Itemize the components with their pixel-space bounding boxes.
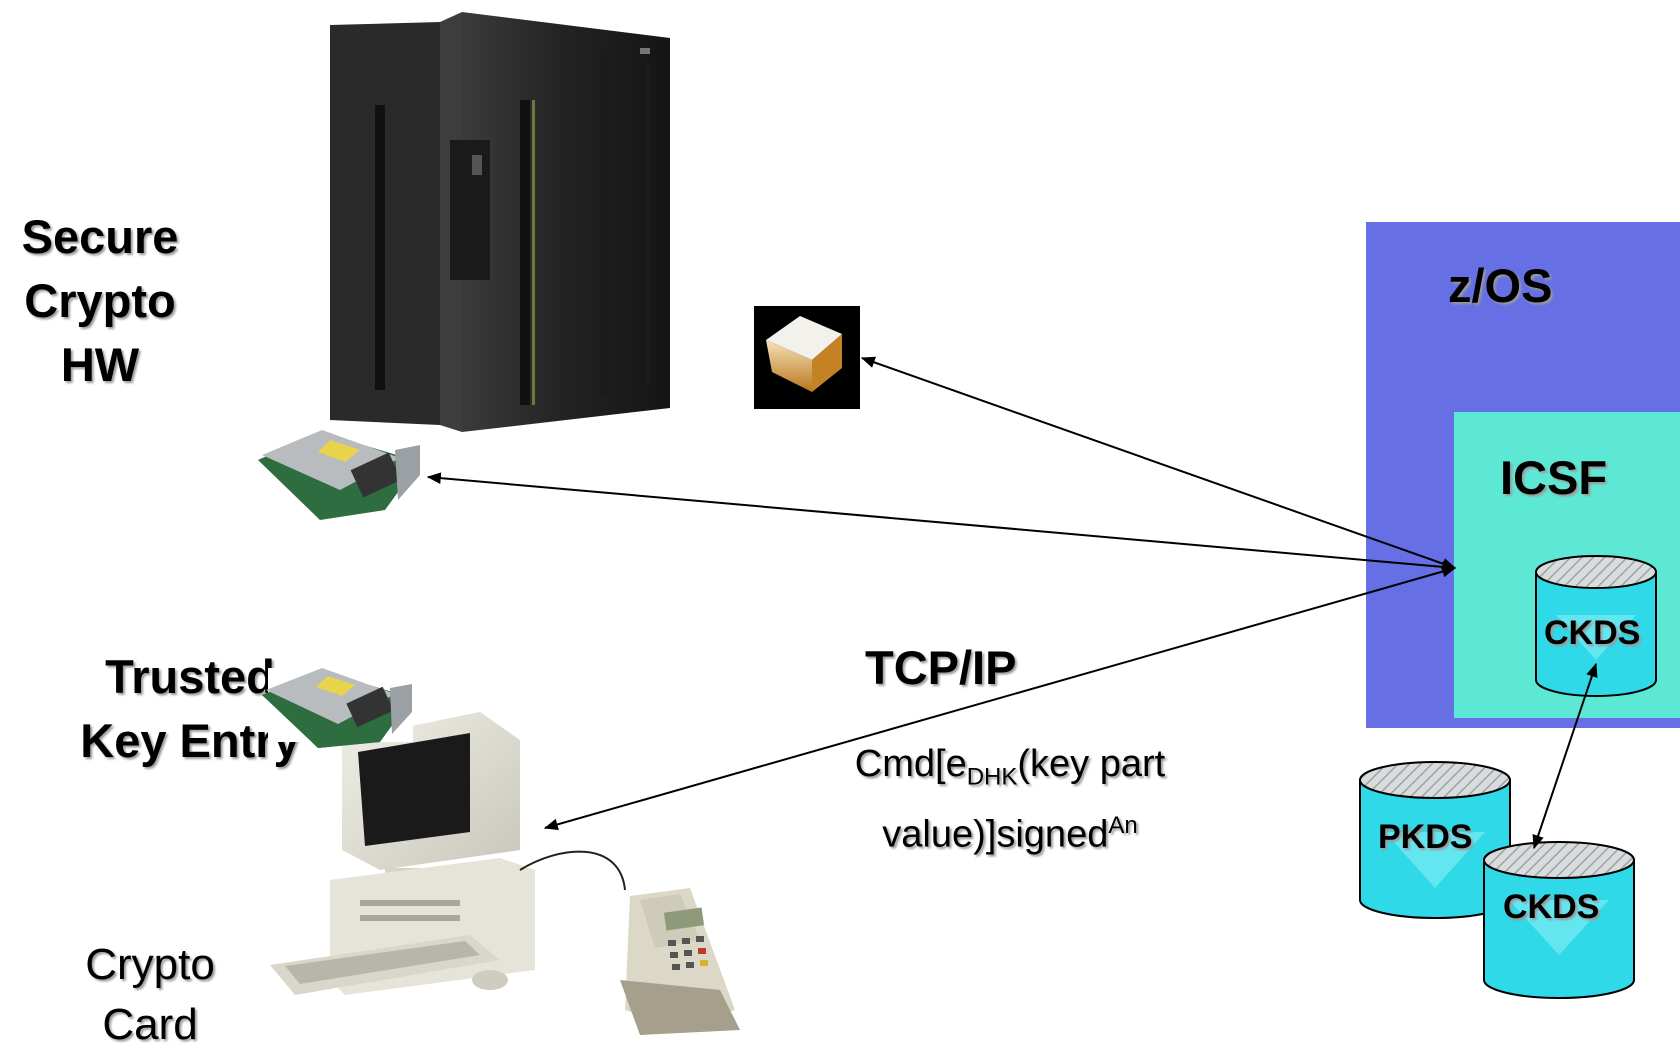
crypto-coprocessor-icon — [258, 430, 420, 520]
workstation-icon — [270, 712, 626, 995]
cmd-subscript: DHK — [966, 763, 1018, 791]
crypto-card-line1: Crypto — [85, 940, 215, 989]
ckds-inner-label: CKDS — [1544, 614, 1641, 652]
tke-label-line2: Key Entry — [80, 714, 300, 767]
smart-card-reader-icon — [620, 888, 740, 1035]
cmd-superscript: An — [1108, 811, 1138, 839]
crypto-chip-icon — [754, 306, 860, 409]
icsf-title: ICSF — [1500, 451, 1608, 504]
secure-label-line1: Secure — [21, 210, 179, 263]
cmd-mid: (key part — [1017, 743, 1166, 785]
command-line2: value)]signedAn — [810, 802, 1210, 859]
connection-arrows — [426, 356, 1598, 850]
tke-label-line1: Trusted — [105, 650, 275, 703]
secure-label-line2: Crypto — [24, 274, 176, 327]
command-label: Cmd[eDHK(key part value)]signedAn — [810, 740, 1210, 858]
arrow-icsf-coprocessor — [426, 472, 1457, 573]
arrow-icsf-workstation — [543, 565, 1457, 831]
secure-crypto-hw-label: Secure Crypto HW — [0, 205, 200, 397]
pkds-label: PKDS — [1378, 818, 1473, 856]
cmd-prefix: Cmd[e — [854, 743, 967, 785]
mainframe-icon — [330, 12, 670, 432]
cmd-line2: value)]signed — [882, 813, 1109, 856]
zos-title: z/OS — [1448, 259, 1553, 312]
arrow-ckds-ckds — [1532, 662, 1598, 850]
tcpip-label: TCP/IP — [865, 641, 1017, 694]
trusted-key-entry-label: Trusted Key Entry — [55, 645, 325, 773]
command-line1: Cmd[eDHK(key part — [810, 740, 1210, 802]
ckds-label: CKDS — [1503, 888, 1600, 926]
secure-label-line3: HW — [60, 338, 140, 391]
